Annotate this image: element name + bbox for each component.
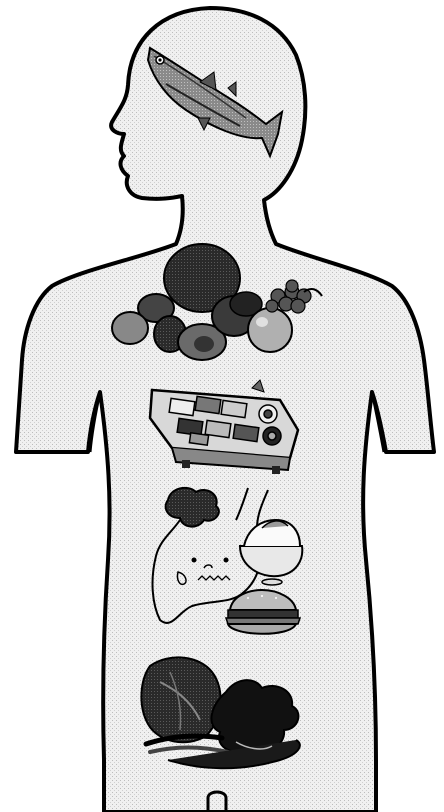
body-food-illustration: [0, 0, 444, 812]
